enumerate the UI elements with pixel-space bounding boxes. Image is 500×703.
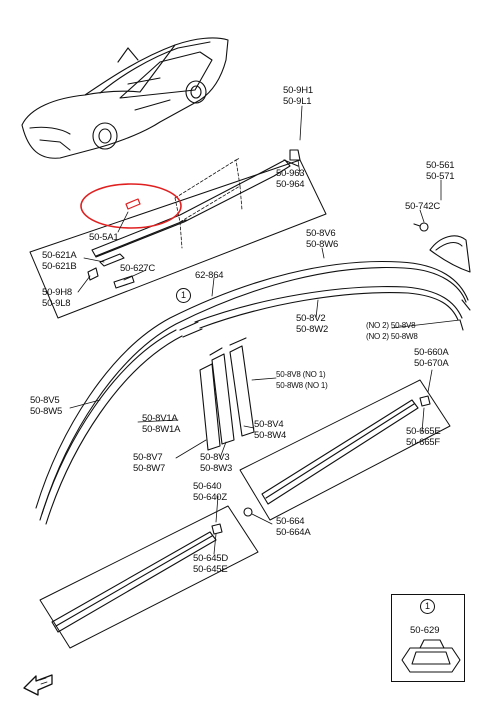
belt-panel-left xyxy=(39,505,259,649)
roof-arc-molding xyxy=(35,260,471,525)
detail-inset-box: 1 50-629 xyxy=(391,594,465,682)
label-50-629: 50-629 xyxy=(410,625,440,636)
label-no2-50-8v8: (NO 2) 50-8V8(NO 2) 50-8W8 xyxy=(366,321,418,341)
highlight-ellipse xyxy=(80,183,182,229)
label-50-627c: 50-627C xyxy=(120,263,156,274)
forward-arrow-icon xyxy=(23,674,53,696)
quarter-garnish xyxy=(413,222,471,273)
clip-part-drawing xyxy=(401,639,461,673)
belt-panel-right xyxy=(239,379,451,521)
pillar-garnish-group xyxy=(199,337,255,451)
callout-1-upper: 1 xyxy=(176,288,191,303)
car-illustration xyxy=(21,37,229,159)
roof-panel xyxy=(29,149,327,319)
label-50-5a1: 50-5A1 xyxy=(89,232,119,243)
label-no1-50-8v8: 50-8V8 (NO 1)50-8W8 (NO 1) xyxy=(276,370,328,390)
label-50-742c: 50-742C xyxy=(405,201,441,212)
callout-1-inset: 1 xyxy=(420,599,435,614)
label-62-864: 62-864 xyxy=(195,270,224,281)
